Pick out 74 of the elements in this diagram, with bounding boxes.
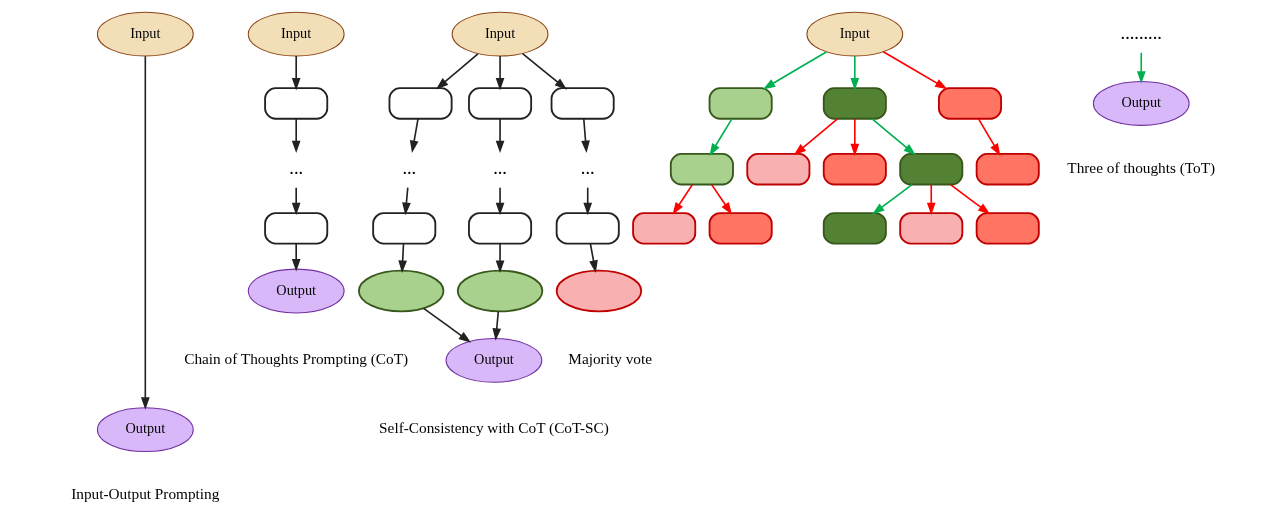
node-box xyxy=(975,212,1040,245)
arrow xyxy=(495,242,504,273)
node-text: ... xyxy=(580,157,595,178)
node-ellipse xyxy=(555,269,642,313)
node-ellipse: Input xyxy=(96,11,194,57)
node-box xyxy=(898,212,963,245)
arrow xyxy=(588,242,598,273)
arrow xyxy=(708,118,733,156)
arrow xyxy=(422,307,471,343)
arrow xyxy=(491,310,501,341)
node-text: ......... xyxy=(1120,22,1162,43)
node-text: ... xyxy=(288,157,303,178)
node-box xyxy=(669,153,734,186)
arrow xyxy=(291,242,301,272)
arrow xyxy=(849,118,859,157)
node-box xyxy=(937,87,1002,120)
node-box xyxy=(388,87,453,120)
arrow xyxy=(762,51,827,90)
arrow xyxy=(881,50,947,90)
node-box xyxy=(708,87,773,120)
node-ellipse: Input xyxy=(451,11,548,57)
node-box xyxy=(898,153,963,186)
node-box xyxy=(550,87,615,120)
arrow xyxy=(949,183,990,215)
node-box xyxy=(822,212,887,245)
arrow xyxy=(1136,52,1146,84)
node-box xyxy=(263,212,328,245)
arrow xyxy=(871,183,913,215)
node-box xyxy=(555,212,620,245)
arrow xyxy=(140,55,150,410)
arrow xyxy=(495,118,504,154)
node-box xyxy=(975,153,1040,186)
arrow xyxy=(793,118,838,156)
arrow xyxy=(495,186,504,216)
label: Self-Consistency with CoT (CoT-SC) xyxy=(378,419,609,437)
arrow xyxy=(849,55,859,91)
node-box xyxy=(467,212,532,245)
node-box xyxy=(708,212,773,245)
node-text: ... xyxy=(401,157,416,178)
node-box xyxy=(822,153,887,186)
node-box xyxy=(371,212,436,245)
node-ellipse: Input xyxy=(805,11,903,57)
label: Input-Output Prompting xyxy=(70,484,219,502)
arrow xyxy=(291,55,301,91)
arrow xyxy=(926,183,936,216)
node-ellipse: Input xyxy=(247,11,345,57)
arrow xyxy=(671,183,693,215)
arrow xyxy=(870,118,916,156)
node-ellipse: Output xyxy=(1092,81,1190,126)
node-box xyxy=(263,87,328,120)
label: Chain of Thoughts Prompting (CoT) xyxy=(183,349,408,367)
arrow xyxy=(291,118,301,154)
arrow xyxy=(435,53,479,90)
arrow xyxy=(291,186,301,216)
node-ellipse xyxy=(357,269,444,313)
arrow xyxy=(397,242,407,273)
arrow xyxy=(580,118,590,154)
arrow xyxy=(521,52,567,90)
label: Three of thoughts (ToT) xyxy=(1066,158,1215,176)
arrow xyxy=(495,55,504,91)
node-box xyxy=(745,153,810,186)
node-box xyxy=(467,87,532,120)
label: Majority vote xyxy=(567,349,652,367)
arrow xyxy=(582,186,592,216)
arrow xyxy=(409,118,419,154)
node-ellipse xyxy=(456,269,543,313)
arrow xyxy=(710,183,732,215)
node-ellipse: Output xyxy=(445,337,542,383)
node-box xyxy=(631,212,696,245)
node-ellipse: Output xyxy=(247,268,345,314)
node-ellipse: Output xyxy=(96,407,194,453)
node-box xyxy=(822,87,887,120)
node-text: ... xyxy=(492,157,507,178)
arrow xyxy=(977,118,1000,156)
